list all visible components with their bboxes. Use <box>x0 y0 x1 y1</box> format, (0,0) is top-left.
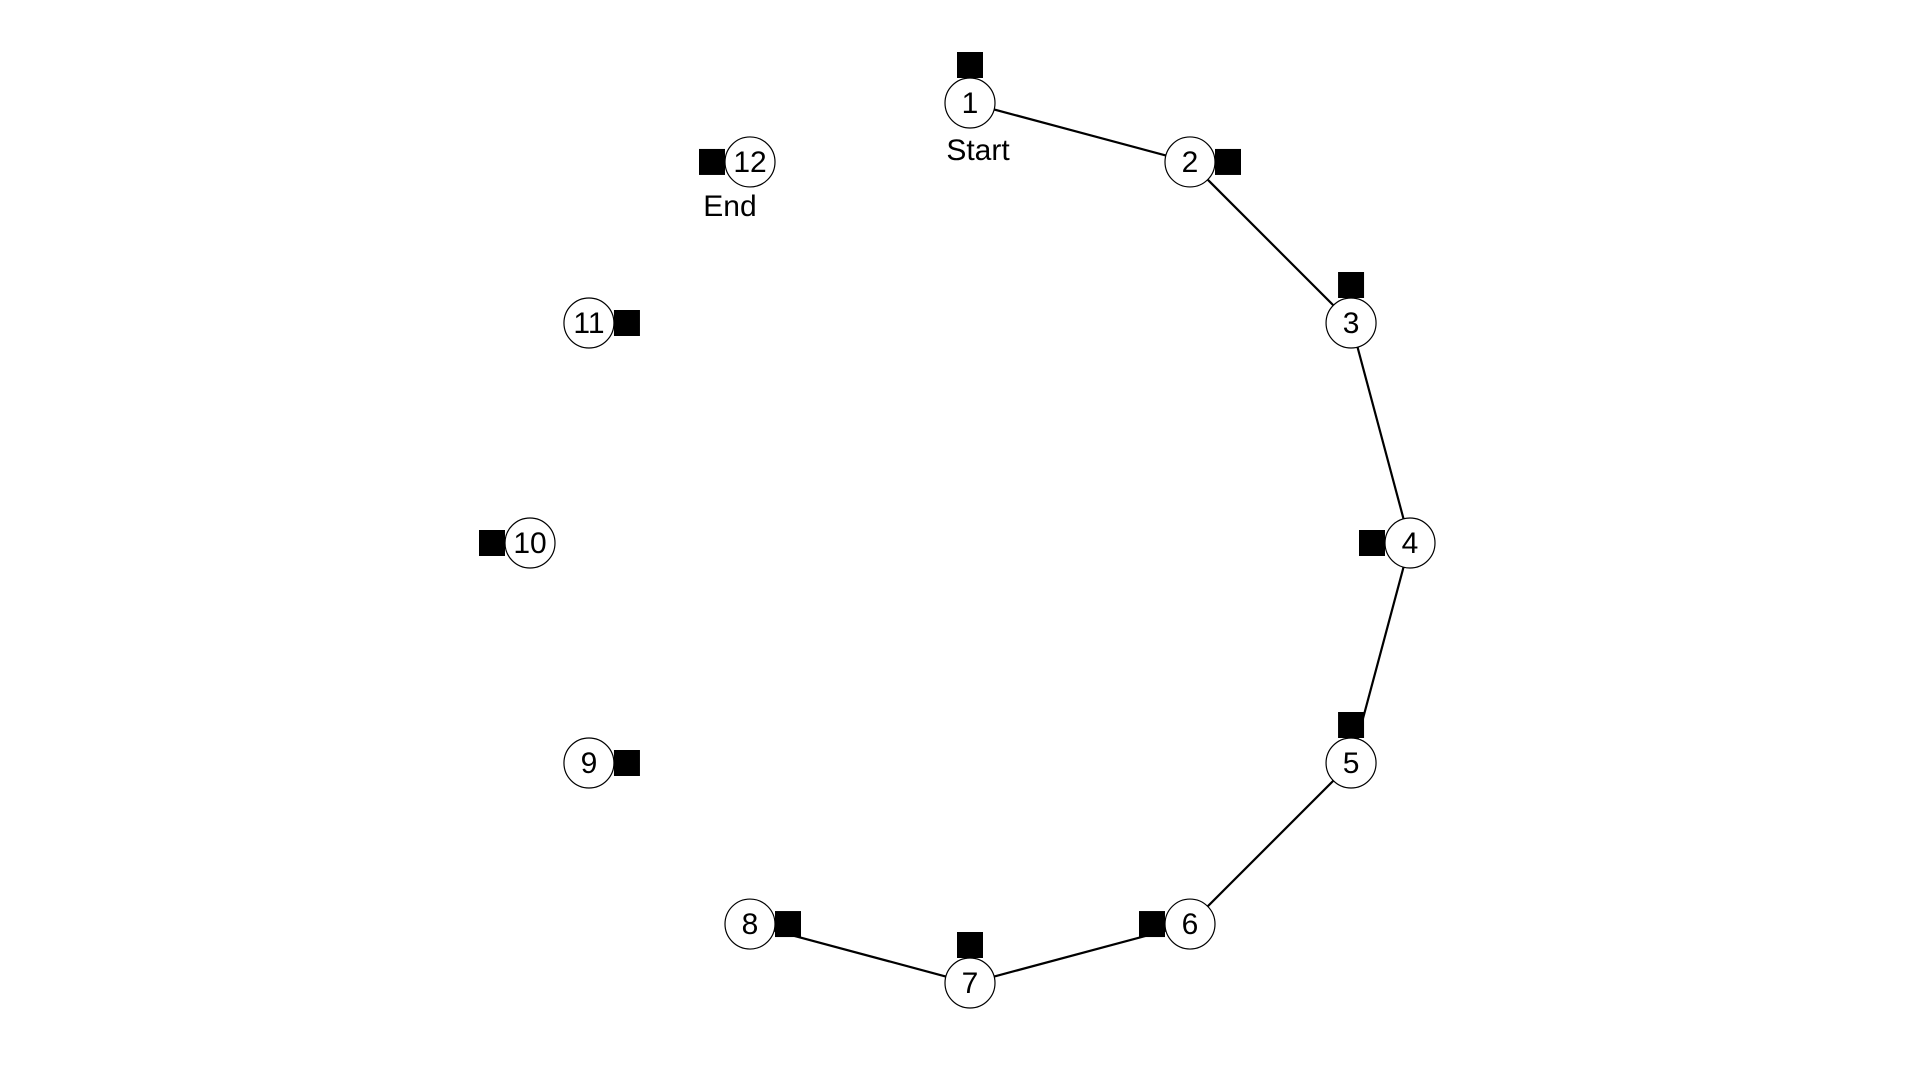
node-circle-11 <box>563 297 615 349</box>
node-circle-2 <box>1164 136 1216 188</box>
edge-5-6 <box>1189 762 1352 925</box>
node-marker-8 <box>775 911 801 938</box>
node-label-11: 11 <box>573 307 604 340</box>
node-12: 12 <box>724 136 776 188</box>
node-label-6: 6 <box>1182 908 1199 941</box>
markers-layer <box>479 52 1385 958</box>
node-4: 4 <box>1384 517 1436 569</box>
end-label: End <box>703 190 756 223</box>
node-marker-11 <box>613 310 640 336</box>
node-11: 11 <box>563 297 615 349</box>
node-7: 7 <box>944 957 996 1009</box>
node-circle-3 <box>1325 297 1377 349</box>
node-10: 10 <box>504 517 556 569</box>
node-label-1: 1 <box>962 87 979 120</box>
node-marker-9 <box>613 750 640 776</box>
node-circle-5 <box>1325 737 1377 789</box>
node-circle-4 <box>1384 517 1436 569</box>
node-label-7: 7 <box>962 967 979 1000</box>
node-label-8: 8 <box>742 908 759 941</box>
node-circle-12 <box>724 136 776 188</box>
node-label-12: 12 <box>733 146 766 179</box>
node-label-9: 9 <box>581 747 598 780</box>
node-marker-12 <box>699 148 725 175</box>
node-circle-6 <box>1164 898 1216 950</box>
node-circle-8 <box>724 898 776 950</box>
node-5: 5 <box>1325 737 1377 789</box>
node-circle-1 <box>944 77 996 129</box>
node-circle-7 <box>944 957 996 1009</box>
node-circle-9 <box>563 737 615 789</box>
node-label-4: 4 <box>1402 527 1419 560</box>
edge-2-3 <box>1189 161 1352 324</box>
edges-layer <box>749 101 1412 985</box>
node-marker-2 <box>1215 148 1241 175</box>
node-marker-5 <box>1338 712 1365 738</box>
node-marker-4 <box>1359 530 1385 556</box>
node-9: 9 <box>563 737 615 789</box>
node-marker-7 <box>957 932 983 958</box>
node-marker-6 <box>1139 911 1165 938</box>
node-1: 1 <box>944 77 996 129</box>
node-label-5: 5 <box>1343 747 1360 780</box>
node-label-2: 2 <box>1182 146 1199 179</box>
edge-3-4 <box>1349 322 1412 544</box>
node-marker-1 <box>957 52 983 78</box>
edge-1-2 <box>969 101 1191 164</box>
node-marker-3 <box>1338 272 1365 298</box>
start-label: Start <box>946 134 1010 167</box>
node-3: 3 <box>1325 297 1377 349</box>
node-circle-10 <box>504 517 556 569</box>
node-6: 6 <box>1164 898 1216 950</box>
node-2: 2 <box>1164 136 1216 188</box>
node-label-10: 10 <box>513 527 546 560</box>
node-8: 8 <box>724 898 776 950</box>
node-marker-10 <box>479 530 505 556</box>
node-label-3: 3 <box>1343 307 1360 340</box>
